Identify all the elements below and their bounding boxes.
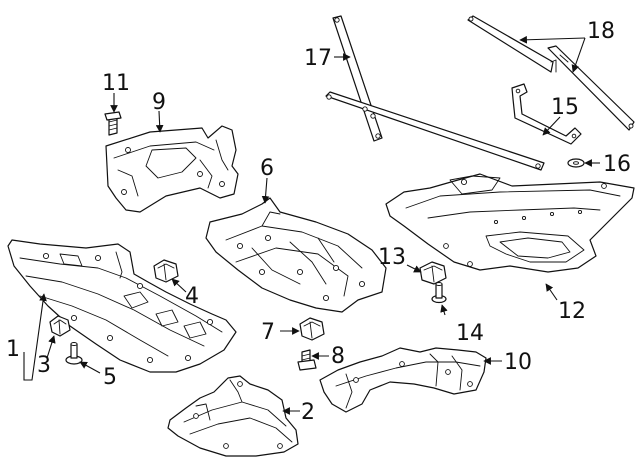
leader-12 — [545, 283, 558, 301]
part-18-struts — [467, 15, 635, 131]
callout-6: 6 — [260, 156, 274, 181]
leader-15 — [542, 116, 561, 136]
callout-14: 14 — [456, 321, 484, 346]
callout-11: 11 — [102, 71, 130, 96]
callout-10: 10 — [504, 350, 532, 375]
leader-4 — [171, 278, 187, 293]
callout-13: 13 — [378, 245, 406, 270]
part-6-center-shield — [205, 197, 387, 313]
callout-8: 8 — [331, 344, 345, 369]
leader-1 — [23, 293, 47, 381]
callout-7: 7 — [261, 320, 275, 345]
callout-labels: 1 2 3 4 5 6 7 8 9 10 11 12 13 14 15 16 1… — [6, 19, 631, 425]
part-2-lower-shield — [167, 375, 299, 457]
part-14-push-pin — [431, 282, 447, 304]
part-10-rear-shield — [319, 347, 487, 413]
leader-5 — [79, 361, 101, 374]
part-12-rear-tray — [385, 173, 635, 273]
part-8-bolt — [297, 349, 317, 371]
callout-4: 4 — [185, 284, 199, 309]
callout-18: 18 — [587, 19, 615, 44]
callout-17: 17 — [304, 46, 332, 71]
part-7-clip — [299, 317, 325, 341]
callout-16: 16 — [603, 152, 631, 177]
part-5-push-pin — [65, 342, 83, 365]
leader-9 — [155, 110, 164, 133]
leader-18a — [519, 35, 586, 44]
leader-3 — [46, 335, 56, 359]
callout-9: 9 — [152, 90, 166, 115]
callout-3: 3 — [37, 353, 51, 378]
part-13-clip-nut — [419, 261, 447, 285]
part-3-clip — [49, 315, 71, 337]
part-4-clip — [153, 259, 179, 283]
callout-12: 12 — [558, 299, 586, 324]
leader-14 — [440, 304, 448, 316]
callout-15: 15 — [551, 95, 579, 120]
part-16-washer — [567, 158, 585, 168]
callout-1: 1 — [6, 337, 20, 362]
leader-6 — [261, 177, 270, 204]
part-11-bolt — [104, 111, 122, 136]
callout-2: 2 — [301, 400, 315, 425]
leader-13 — [406, 264, 422, 273]
part-9-upper-shield — [105, 125, 239, 213]
leader-18b — [571, 37, 586, 73]
leader-lines — [23, 35, 600, 415]
callout-5: 5 — [103, 365, 117, 390]
part-1-front-shield — [7, 239, 237, 373]
part-17-cross-brace — [325, 15, 545, 171]
